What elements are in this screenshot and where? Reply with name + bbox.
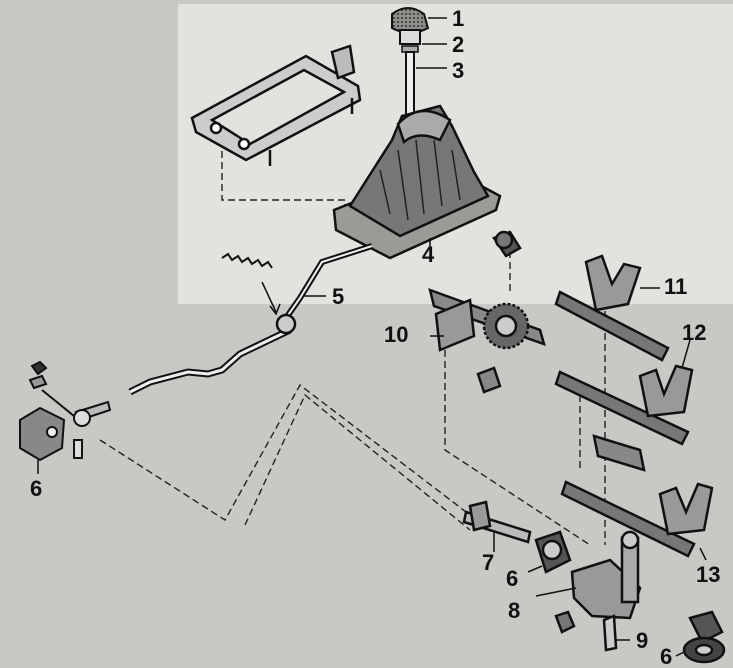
fork-lower bbox=[658, 482, 714, 536]
guide-assembly-to-bracket bbox=[444, 350, 591, 546]
callout-5: 5 bbox=[332, 284, 344, 309]
fork-rail-upper bbox=[554, 290, 670, 362]
callout-8: 8 bbox=[508, 598, 520, 623]
ball-joint bbox=[73, 409, 91, 427]
callout-13: 13 bbox=[696, 562, 720, 587]
fork-middle-leader bbox=[681, 339, 691, 369]
shift-rod-lower-inner bbox=[129, 328, 291, 394]
shift-body bbox=[434, 298, 476, 352]
boot-ribs bbox=[379, 139, 461, 221]
callout-6-bottom: 6 bbox=[660, 644, 672, 668]
shift-clip bbox=[476, 366, 502, 394]
small-nut-bottom bbox=[554, 610, 576, 634]
small-nut-top bbox=[30, 360, 48, 376]
center-clamp bbox=[527, 530, 572, 574]
guide-balljoint-to-selector bbox=[99, 383, 471, 521]
top-pin-cap bbox=[494, 230, 514, 250]
bottom-clamp-leader bbox=[675, 651, 685, 657]
shift-gear-hub bbox=[494, 314, 518, 338]
shift-rod-upper-inner bbox=[285, 245, 373, 319]
fork-lower-leader bbox=[699, 547, 707, 561]
return-spring bbox=[221, 252, 273, 269]
selector-arm bbox=[468, 500, 492, 532]
callout-6-center: 6 bbox=[506, 566, 518, 591]
housing-boot-top bbox=[396, 109, 452, 145]
callout-4: 4 bbox=[422, 242, 435, 267]
shift-forks bbox=[554, 254, 714, 561]
callout-1: 1 bbox=[452, 6, 464, 31]
bottom-bushing-inner bbox=[694, 643, 714, 657]
fork-rail-middle bbox=[554, 370, 690, 446]
fork-middle bbox=[638, 364, 694, 418]
bolt-bottom bbox=[73, 439, 83, 459]
callout-10: 10 bbox=[384, 322, 408, 347]
callout-9: 9 bbox=[636, 628, 648, 653]
bottom-washer bbox=[688, 610, 724, 644]
frame-hole-2 bbox=[237, 137, 251, 151]
fork-lower-bracket bbox=[592, 434, 646, 472]
small-washer bbox=[28, 374, 48, 390]
left-clamp-hole bbox=[46, 426, 58, 438]
shift-shaft-assembly bbox=[428, 230, 546, 394]
guide-selector-to-bracket bbox=[244, 393, 471, 531]
callout-6-left: 6 bbox=[30, 476, 42, 501]
frame-hole bbox=[209, 121, 223, 135]
selector-shaft-assembly bbox=[462, 500, 532, 552]
left-clamp-assembly bbox=[19, 360, 112, 474]
knob-collar bbox=[399, 29, 421, 45]
callout-2: 2 bbox=[452, 32, 464, 57]
callout-7: 7 bbox=[482, 550, 494, 575]
center-clamp-ring bbox=[541, 539, 563, 561]
detent-plunger bbox=[602, 614, 618, 652]
frame-bracket bbox=[330, 44, 356, 80]
shift-rod-assembly bbox=[128, 243, 373, 396]
lever-housing bbox=[332, 104, 502, 260]
fork-upper bbox=[584, 254, 642, 312]
callout-labels: 1 2 3 4 5 6 7 6 8 9 6 10 11 12 13 bbox=[30, 6, 720, 668]
interlock-pillar-top bbox=[620, 530, 640, 550]
washer-arrow bbox=[41, 389, 75, 417]
callout-12: 12 bbox=[682, 320, 706, 345]
callout-3: 3 bbox=[452, 58, 464, 83]
interlock-assembly bbox=[535, 530, 726, 664]
gear-knob-assembly bbox=[391, 7, 447, 125]
callout-11: 11 bbox=[664, 274, 687, 299]
center-clamp-leader bbox=[527, 565, 543, 573]
spring-arrow bbox=[261, 281, 277, 313]
frame-inner bbox=[209, 68, 347, 146]
left-clamp-block bbox=[19, 406, 66, 462]
spring-arrow-head bbox=[269, 303, 281, 316]
fork-rail-lower bbox=[560, 480, 696, 558]
rod-clamp-ring bbox=[275, 313, 297, 335]
bracket-leader bbox=[535, 587, 577, 597]
mounting-frame bbox=[190, 44, 362, 166]
